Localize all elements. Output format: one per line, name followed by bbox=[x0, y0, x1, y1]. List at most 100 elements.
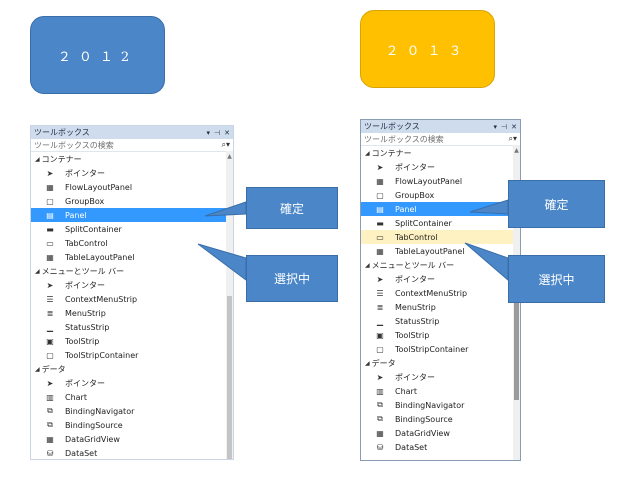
groupbox-icon: ▢ bbox=[46, 196, 54, 206]
toolbox-item[interactable]: ⧉BindingNavigator bbox=[31, 404, 233, 418]
toolbox-item[interactable]: ▭TabControl bbox=[361, 230, 520, 244]
toolbox-group[interactable]: ◢メニューとツール バー bbox=[361, 258, 520, 272]
toolbox-item[interactable]: ▢ToolStripContainer bbox=[361, 342, 520, 356]
toolbox-list: ◢コンテナー➤ポインター▦FlowLayoutPanel▢GroupBox▤Pa… bbox=[361, 146, 520, 454]
toolbox-item[interactable]: ⧉BindingSource bbox=[361, 412, 520, 426]
toolbox-item[interactable]: ≣MenuStrip bbox=[361, 300, 520, 314]
toolbox-item[interactable]: ▬SplitContainer bbox=[31, 222, 233, 236]
toolbox-titlebar: ツールボックス ▾ ⊣ ✕ bbox=[361, 120, 520, 133]
toolbox-search-input[interactable]: ツールボックスの検索 ⌕▾ bbox=[31, 139, 233, 152]
flowlayoutpanel-icon: ▦ bbox=[46, 182, 54, 192]
scrollbar[interactable]: ▲ bbox=[226, 151, 233, 459]
expand-triangle-icon[interactable]: ◢ bbox=[35, 155, 40, 163]
toolbox-group[interactable]: ◢データ bbox=[361, 356, 520, 370]
toolbox-group-label: コンテナー bbox=[371, 148, 412, 158]
toolbox-item-label: MenuStrip bbox=[395, 302, 436, 312]
toolbox-item-label: ポインター bbox=[65, 168, 105, 178]
scroll-up-icon[interactable]: ▲ bbox=[514, 147, 519, 154]
bindingsource-icon: ⧉ bbox=[47, 420, 53, 429]
toolbox-item-label: ポインター bbox=[65, 378, 105, 388]
toolbox-item-label: DataGridView bbox=[395, 428, 450, 438]
scroll-up-icon[interactable]: ▲ bbox=[227, 153, 232, 160]
flowlayoutpanel-icon: ▦ bbox=[376, 176, 384, 186]
toolbox-item[interactable]: ➤ポインター bbox=[31, 278, 233, 292]
expand-triangle-icon[interactable]: ◢ bbox=[35, 365, 40, 373]
toolbox-item[interactable]: ▬SplitContainer bbox=[361, 216, 520, 230]
scroll-thumb[interactable] bbox=[514, 280, 519, 400]
toolbox-item[interactable]: ⛁DataSet bbox=[361, 440, 520, 454]
pin-icon[interactable]: ⊣ bbox=[214, 128, 221, 137]
toolbox-item[interactable]: ▦ FlowLayoutPanel bbox=[361, 174, 520, 188]
expand-triangle-icon[interactable]: ◢ bbox=[35, 267, 40, 275]
toolbox-item[interactable]: ▦DataGridView bbox=[31, 432, 233, 446]
scroll-thumb[interactable] bbox=[227, 296, 232, 459]
toolbox-group-label: データ bbox=[371, 358, 396, 368]
dropdown-icon[interactable]: ▾ bbox=[493, 122, 498, 131]
callout-kakutei-2012: 確定 bbox=[246, 187, 338, 229]
tabcontrol-icon: ▭ bbox=[376, 232, 384, 242]
toolbox-item[interactable]: ⛁DataSet bbox=[31, 446, 233, 459]
toolbox-item-label: StatusStrip bbox=[395, 316, 440, 326]
search-placeholder: ツールボックスの検索 bbox=[34, 140, 114, 150]
toolbox-item[interactable]: ▭TabControl bbox=[31, 236, 233, 250]
toolbox-item[interactable]: ▢ToolStripContainer bbox=[31, 348, 233, 362]
toolbox-item[interactable]: ▤Panel bbox=[361, 202, 520, 216]
toolbox-item[interactable]: ⧉BindingNavigator bbox=[361, 398, 520, 412]
bindingsource-icon: ⧉ bbox=[377, 414, 383, 423]
toolbox-item[interactable]: ▣ToolStrip bbox=[31, 334, 233, 348]
toolbox-title: ツールボックス bbox=[364, 122, 420, 131]
title-box-2012: ２０１2 bbox=[30, 16, 165, 94]
expand-triangle-icon[interactable]: ◢ bbox=[365, 261, 370, 269]
toolbox-item[interactable]: ▢GroupBox bbox=[361, 188, 520, 202]
toolbox-item-label: ポインター bbox=[395, 372, 435, 382]
toolbox-item[interactable]: ▤Panel bbox=[31, 208, 233, 222]
toolbox-item[interactable]: ▥Chart bbox=[31, 390, 233, 404]
toolbox-group-label: メニューとツール バー bbox=[371, 260, 455, 270]
toolbox-item[interactable]: ▦DataGridView bbox=[361, 426, 520, 440]
search-icon[interactable]: ⌕▾ bbox=[221, 140, 231, 149]
toolbox-item[interactable]: ☰ContextMenuStrip bbox=[31, 292, 233, 306]
toolbox-item[interactable]: ▦TableLayoutPanel bbox=[31, 250, 233, 264]
toolbox-group-label: データ bbox=[41, 364, 66, 374]
toolbox-group[interactable]: ◢コンテナー bbox=[361, 146, 520, 160]
toolbox-item[interactable]: ➤ポインター bbox=[361, 160, 520, 174]
toolbox-item-label: FlowLayoutPanel bbox=[395, 176, 463, 186]
chart-icon: ▥ bbox=[376, 386, 384, 396]
close-icon[interactable]: ✕ bbox=[224, 128, 230, 137]
toolbox-item[interactable]: ▢GroupBox bbox=[31, 194, 233, 208]
pin-icon[interactable]: ⊣ bbox=[501, 122, 508, 131]
toolbox-item[interactable]: ▦ FlowLayoutPanel bbox=[31, 180, 233, 194]
toolbox-item[interactable]: ▦TableLayoutPanel bbox=[361, 244, 520, 258]
close-icon[interactable]: ✕ bbox=[511, 122, 517, 131]
search-icon[interactable]: ⌕▾ bbox=[508, 134, 518, 143]
toolstrip-icon: ▣ bbox=[376, 330, 384, 340]
toolbox-item-label: ポインター bbox=[395, 162, 435, 172]
splitcontainer-icon: ▬ bbox=[376, 218, 384, 228]
toolbox-item[interactable]: ≣MenuStrip bbox=[31, 306, 233, 320]
toolbox-item[interactable]: ▁StatusStrip bbox=[361, 314, 520, 328]
expand-triangle-icon[interactable]: ◢ bbox=[365, 149, 370, 157]
toolbox-item[interactable]: ➤ポインター bbox=[31, 166, 233, 180]
toolbox-group[interactable]: ◢データ bbox=[31, 362, 233, 376]
toolbox-item[interactable]: ▣ToolStrip bbox=[361, 328, 520, 342]
toolbox-item[interactable]: ▁StatusStrip bbox=[31, 320, 233, 334]
toolbox-item-label: FlowLayoutPanel bbox=[65, 182, 133, 192]
expand-triangle-icon[interactable]: ◢ bbox=[365, 359, 370, 367]
toolbox-search-input[interactable]: ツールボックスの検索 ⌕▾ bbox=[361, 133, 520, 146]
toolbox-item[interactable]: ➤ ポインター bbox=[31, 376, 233, 390]
toolbox-item-label: Chart bbox=[395, 386, 417, 396]
dropdown-icon[interactable]: ▾ bbox=[206, 128, 211, 137]
toolbox-list: ◢コンテナー➤ポインター▦FlowLayoutPanel▢GroupBox▤Pa… bbox=[31, 152, 233, 459]
toolbox-item[interactable]: ⧉BindingSource bbox=[31, 418, 233, 432]
toolbox-item-label: ポインター bbox=[65, 280, 105, 290]
pointer-icon: ➤ bbox=[46, 378, 54, 388]
toolbox-group[interactable]: ◢メニューとツール バー bbox=[31, 264, 233, 278]
toolbox-group[interactable]: ◢コンテナー bbox=[31, 152, 233, 166]
toolbox-item[interactable]: ▥ Chart bbox=[361, 384, 520, 398]
toolbox-item-label: GroupBox bbox=[395, 190, 435, 200]
toolbox-item-label: Panel bbox=[65, 210, 87, 220]
toolbox-item[interactable]: ➤ポインター bbox=[361, 272, 520, 286]
tablelayoutpanel-icon: ▦ bbox=[376, 246, 384, 256]
toolbox-item[interactable]: ☰ContextMenuStrip bbox=[361, 286, 520, 300]
toolbox-item[interactable]: ➤ポインター bbox=[361, 370, 520, 384]
